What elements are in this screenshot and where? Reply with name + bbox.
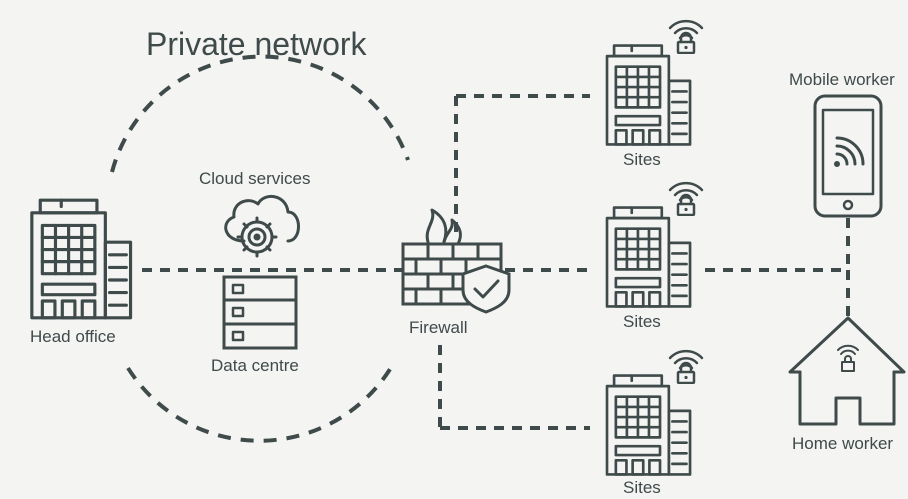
head-office-label: Head office: [30, 327, 116, 346]
brick-wall-shield-icon: [401, 208, 511, 314]
private-network-boundary: [110, 54, 410, 173]
home-worker-label: Home worker: [792, 434, 894, 453]
diagram-title: Private network: [146, 26, 367, 62]
building-icon: [605, 374, 692, 476]
house-wifi-lock-icon: [788, 316, 906, 426]
cloud-services-label: Cloud services: [199, 169, 311, 188]
office-building-icon: [30, 198, 133, 320]
site-label-middle: Sites: [623, 312, 661, 331]
firewall-label: Firewall: [409, 318, 468, 337]
site-label-top: Sites: [623, 150, 661, 169]
server-rack-icon: [222, 275, 298, 350]
data-centre-label: Data centre: [211, 356, 299, 375]
wifi-lock-icon: [668, 19, 704, 54]
smartphone-wifi-icon: [813, 94, 883, 218]
connection-lines: [142, 94, 850, 430]
site-label-bottom: Sites: [623, 478, 661, 497]
building-icon: [605, 206, 692, 308]
wifi-lock-icon: [668, 349, 704, 384]
wifi-lock-icon: [668, 181, 704, 216]
building-icon: [605, 44, 692, 146]
cloud-gear-icon: [224, 195, 300, 258]
mobile-worker-label: Mobile worker: [789, 70, 895, 89]
private-network-boundary: [126, 364, 394, 443]
